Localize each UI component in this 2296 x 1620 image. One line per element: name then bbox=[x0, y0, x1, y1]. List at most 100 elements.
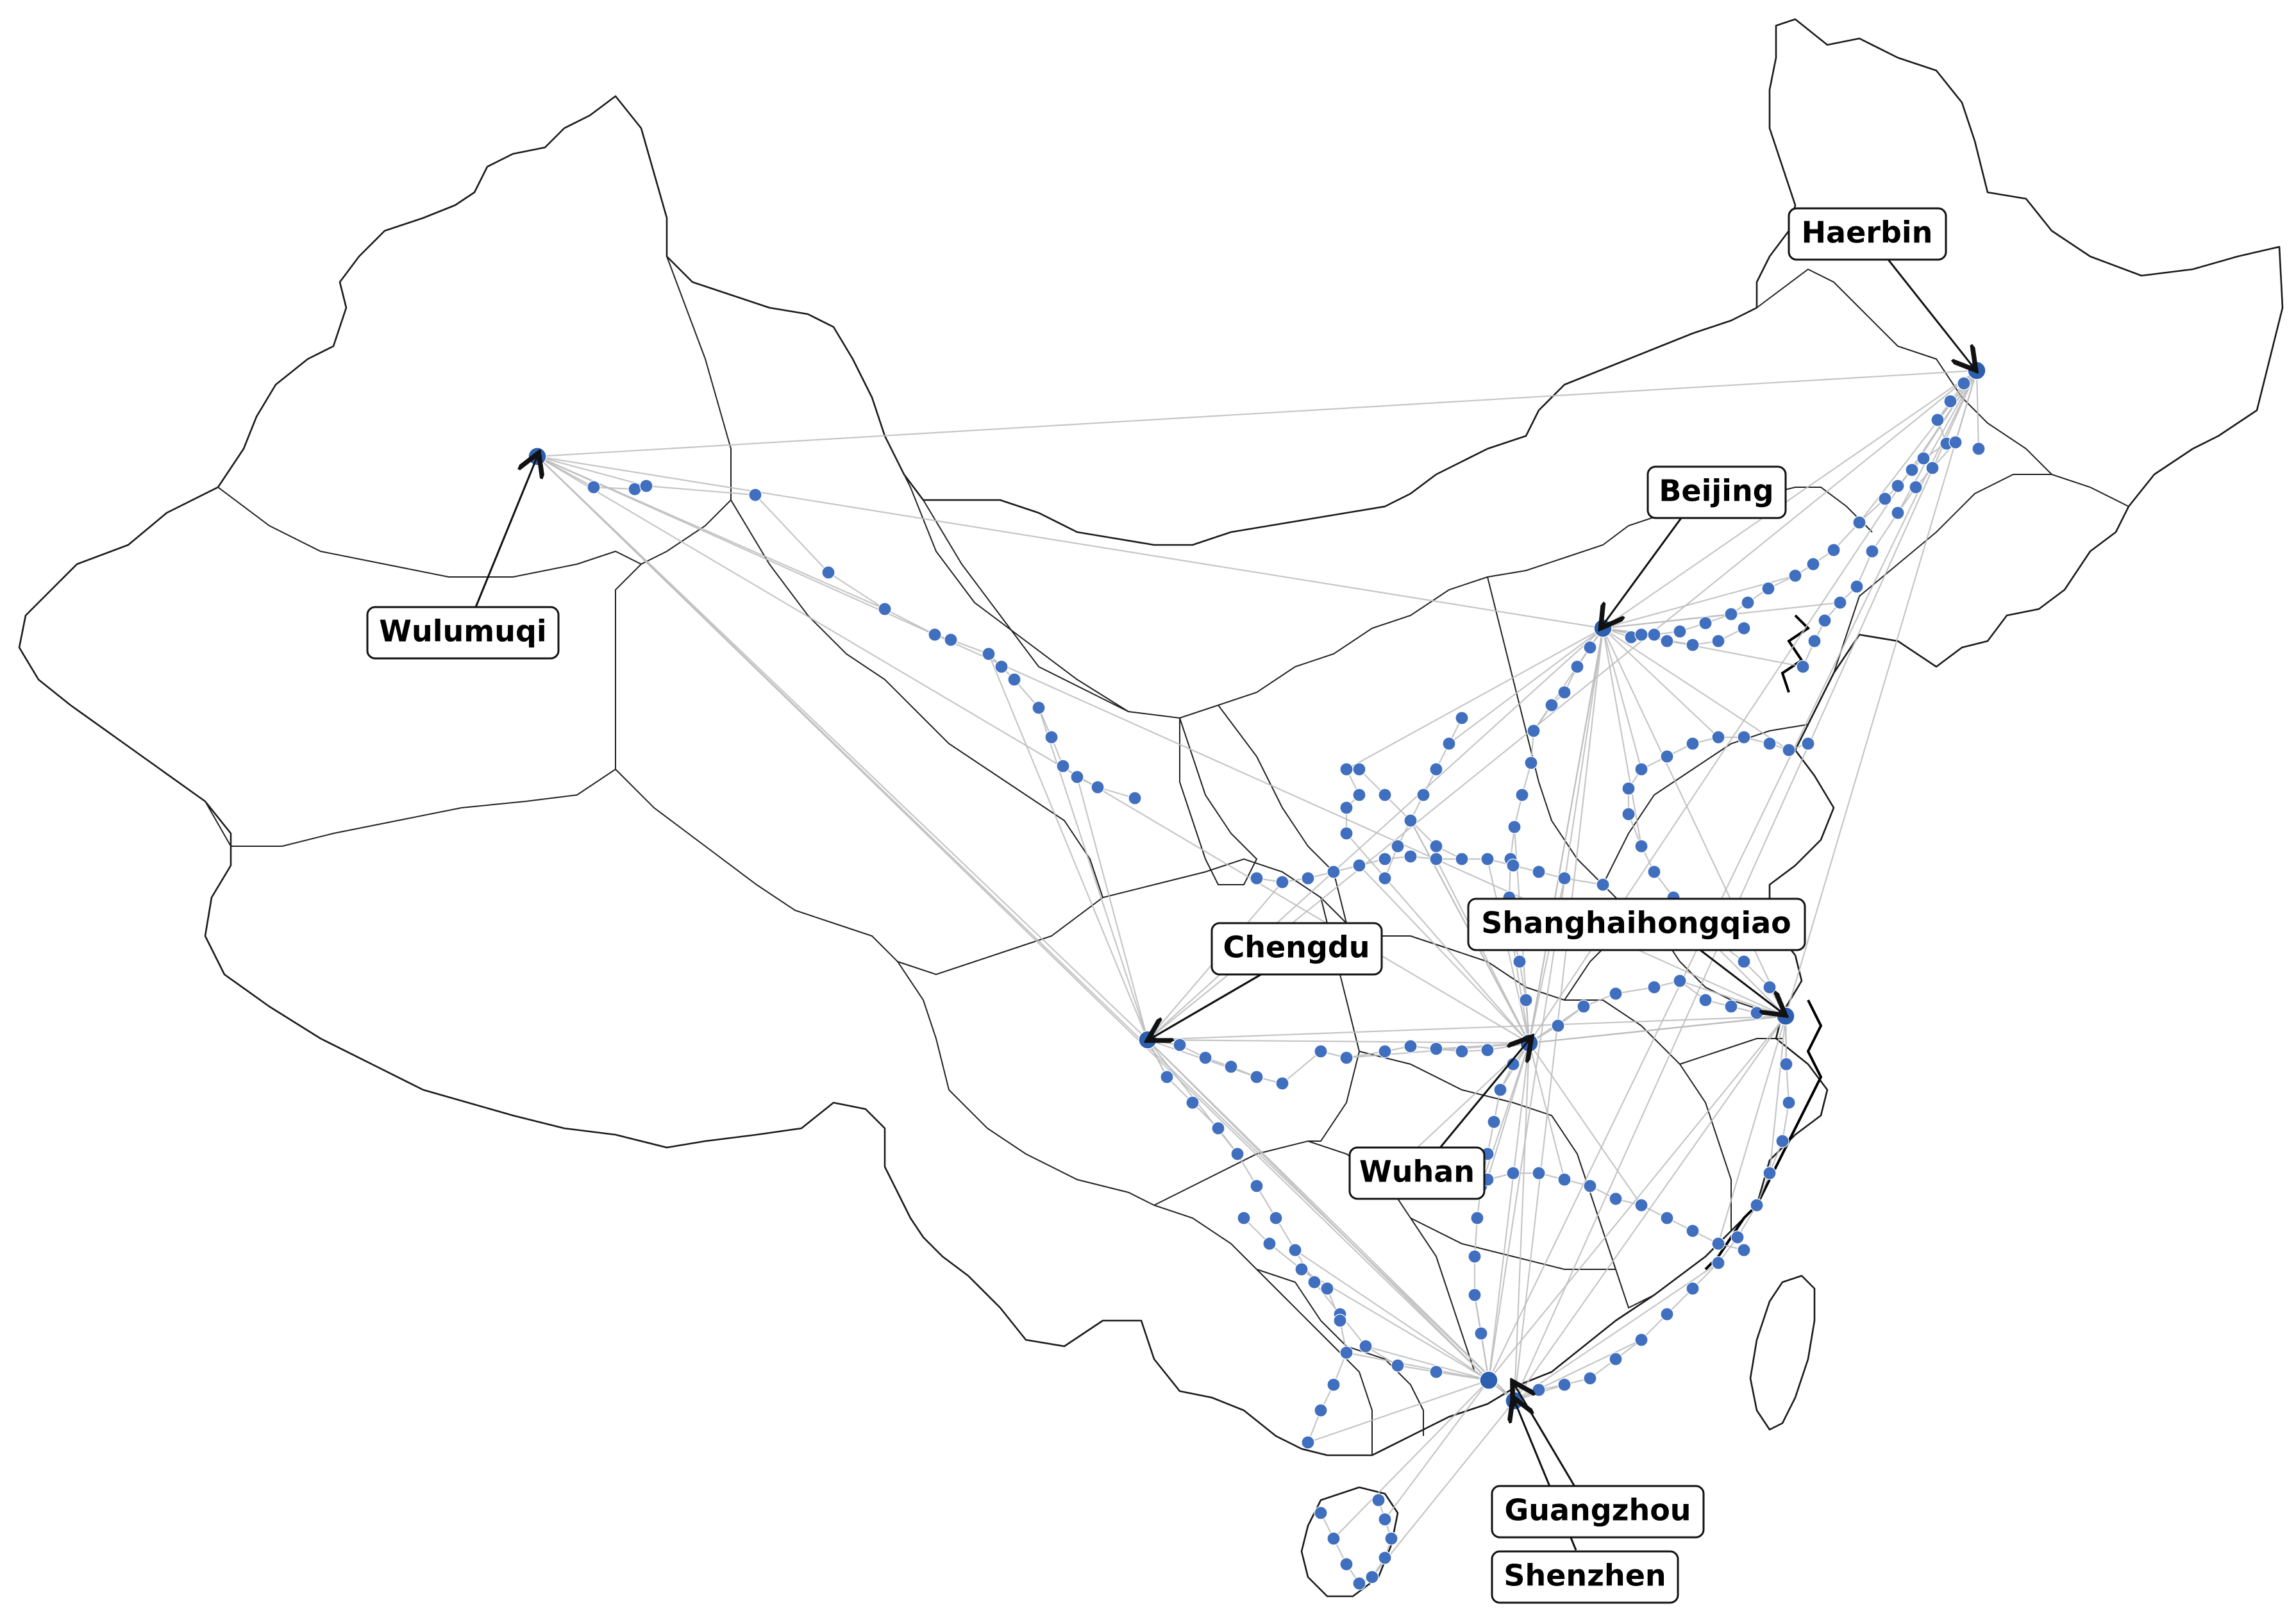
station-dot-137 bbox=[1211, 1121, 1225, 1135]
label-guangzhou-text: Guangzhou bbox=[1504, 1493, 1691, 1528]
rail-edge-271 bbox=[1975, 370, 1980, 449]
border-xinjiang-tibet bbox=[205, 641, 616, 847]
city-labels: Haerbin Beijing Wulumuqi Chengdu Shangha… bbox=[366, 207, 1947, 1604]
station-dot-108 bbox=[1577, 999, 1591, 1014]
station-dot-202 bbox=[1583, 1179, 1597, 1193]
label-guangzhou: Guangzhou bbox=[1491, 1485, 1705, 1539]
rail-edge-28 bbox=[537, 455, 647, 487]
rail-edge-103 bbox=[755, 494, 829, 573]
label-beijing: Beijing bbox=[1647, 465, 1787, 519]
station-dot-173 bbox=[1404, 849, 1418, 864]
station-dot-102 bbox=[1429, 1042, 1443, 1056]
station-dot-80 bbox=[1609, 1352, 1623, 1366]
station-dot-117 bbox=[1763, 980, 1777, 994]
rail-edge-31 bbox=[1037, 707, 1149, 1040]
rail-edge-94 bbox=[1529, 1042, 1642, 1206]
label-wuhan-text: Wuhan bbox=[1359, 1155, 1475, 1189]
station-dot-107 bbox=[1551, 1019, 1565, 1033]
station-dot-215 bbox=[1384, 1532, 1398, 1546]
rail-edge-87 bbox=[1346, 628, 1604, 770]
rail-edge-92 bbox=[1486, 1042, 1530, 1180]
station-dot-212 bbox=[1352, 1576, 1366, 1591]
station-dot-114 bbox=[1750, 1006, 1764, 1020]
label-shenzhen: Shenzhen bbox=[1491, 1550, 1679, 1604]
label-beijing-text: Beijing bbox=[1659, 474, 1773, 508]
station-dot-211 bbox=[1339, 1557, 1353, 1571]
rail-edge-238 bbox=[1269, 1243, 1302, 1270]
station-dot-149 bbox=[1262, 1237, 1277, 1251]
station-dot-190 bbox=[1634, 628, 1648, 642]
station-dot-171 bbox=[1352, 858, 1366, 873]
border-sichuan-west bbox=[897, 858, 1347, 976]
border-tibet-north bbox=[217, 487, 642, 578]
station-dot-172 bbox=[1378, 852, 1392, 866]
station-dot-200 bbox=[1532, 1166, 1546, 1180]
rail-edge-24 bbox=[1514, 1015, 1786, 1401]
station-dot-61 bbox=[1513, 955, 1527, 969]
rail-edge-69 bbox=[1602, 628, 1719, 738]
station-dot-144 bbox=[1359, 1339, 1373, 1353]
rail-edge-67 bbox=[1602, 628, 1643, 847]
station-dot-97 bbox=[1275, 1076, 1289, 1090]
station-dot-136 bbox=[1186, 1096, 1200, 1110]
station-dot-217 bbox=[1371, 1493, 1386, 1507]
station-dot-103 bbox=[1455, 1044, 1469, 1058]
hub-beijing bbox=[1593, 619, 1613, 638]
station-dot-82 bbox=[1660, 1307, 1674, 1321]
station-dot-152 bbox=[1333, 1314, 1347, 1328]
station-dot-43 bbox=[1865, 544, 1879, 558]
station-dot-98 bbox=[1314, 1044, 1328, 1058]
station-dot-70 bbox=[1470, 1211, 1484, 1225]
station-dot-146 bbox=[1429, 1365, 1443, 1379]
label-haerbin: Haerbin bbox=[1788, 207, 1947, 261]
station-dot-20 bbox=[1943, 394, 1957, 408]
station-dot-177 bbox=[1442, 737, 1456, 751]
leader-wuhan bbox=[1434, 1040, 1529, 1155]
station-dot-174 bbox=[1429, 852, 1443, 866]
rail-edge-25 bbox=[1487, 1042, 1530, 1381]
station-dot-170 bbox=[1327, 865, 1341, 879]
label-chengdu: Chengdu bbox=[1211, 922, 1383, 976]
rail-edge-3 bbox=[1784, 370, 1978, 1017]
station-dot-10 bbox=[994, 660, 1009, 674]
station-dot-153 bbox=[1339, 1346, 1353, 1360]
rail-edge-74 bbox=[1365, 1345, 1489, 1382]
rail-edge-7 bbox=[537, 455, 1604, 630]
border-qinghai-gansu bbox=[730, 499, 1103, 898]
station-dot-33 bbox=[1724, 607, 1738, 621]
station-dot-32 bbox=[1741, 596, 1755, 610]
station-dot-62 bbox=[1519, 993, 1533, 1007]
label-wulumuqi-text: Wulumuqi bbox=[379, 614, 546, 649]
station-dot-133 bbox=[1801, 737, 1815, 751]
border-jiangxi-fujian bbox=[1602, 999, 1732, 1231]
station-dot-113 bbox=[1724, 999, 1738, 1014]
rail-edge-13 bbox=[537, 456, 1148, 1040]
station-dot-104 bbox=[1480, 1043, 1495, 1057]
station-dot-23 bbox=[1916, 451, 1931, 465]
rail-edge-32 bbox=[1076, 776, 1149, 1040]
rail-edge-61 bbox=[1529, 1015, 1786, 1044]
station-dot-141 bbox=[1288, 1243, 1302, 1257]
border-sichuan-yunnan bbox=[948, 1089, 1373, 1455]
rail-edge-29 bbox=[537, 455, 885, 610]
station-dot-166 bbox=[1596, 878, 1610, 892]
station-dot-100 bbox=[1378, 1044, 1392, 1058]
rail-edge-12 bbox=[1513, 628, 1604, 1401]
station-dot-123 bbox=[1634, 839, 1648, 853]
station-dot-9 bbox=[982, 647, 996, 661]
station-dot-139 bbox=[1250, 1179, 1264, 1193]
leader-haerbin bbox=[1887, 259, 1973, 367]
station-dot-40 bbox=[1925, 461, 1940, 475]
rail-edge-78 bbox=[1307, 1379, 1489, 1444]
station-dot-210 bbox=[1327, 1532, 1341, 1546]
station-dot-15 bbox=[1070, 770, 1084, 784]
station-dot-30 bbox=[1788, 569, 1802, 583]
station-dot-179 bbox=[1416, 788, 1430, 802]
border-ningxia bbox=[1179, 717, 1258, 885]
leader-beijing bbox=[1603, 512, 1686, 625]
station-dot-193 bbox=[1711, 634, 1725, 648]
station-dot-127 bbox=[1660, 749, 1674, 764]
station-dot-214 bbox=[1378, 1551, 1392, 1565]
label-shenzhen-text: Shenzhen bbox=[1504, 1558, 1666, 1593]
rail-edge-190 bbox=[1282, 1051, 1321, 1084]
